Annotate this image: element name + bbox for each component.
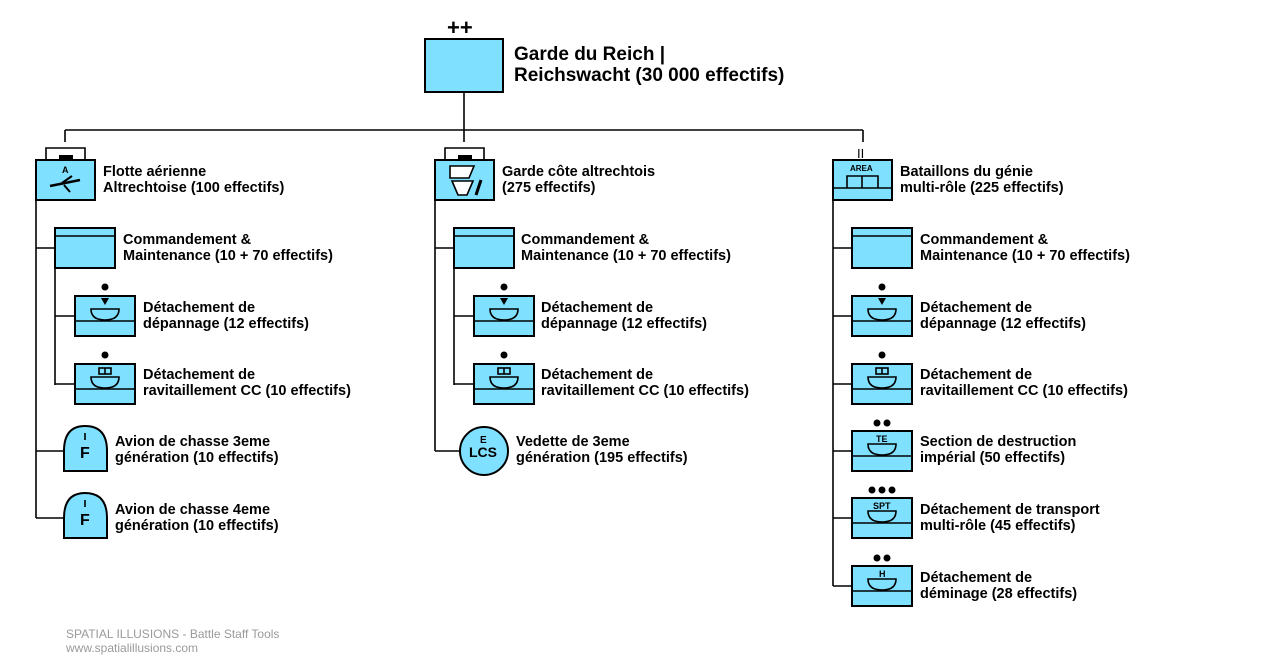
svg-text:Maintenance (10 + 70 effectifs: Maintenance (10 + 70 effectifs) — [521, 248, 731, 264]
air-av4[interactable]: F Avion de chasse 4eme génération (10 ef… — [63, 491, 279, 539]
svg-text:Détachement de: Détachement de — [143, 367, 255, 383]
svg-text:génération (10 effectifs): génération (10 effectifs) — [115, 518, 279, 534]
svg-text:F: F — [80, 512, 90, 529]
air-av3[interactable]: F Avion de chasse 3eme génération (10 ef… — [63, 424, 279, 472]
root-unit[interactable]: ++ Garde du Reich | Reichswacht (30 000 … — [424, 15, 784, 93]
eng-te[interactable]: TE Section de destruction impérial (50 e… — [851, 419, 1076, 472]
air-connectors — [35, 200, 75, 519]
svg-text:SPT: SPT — [873, 501, 891, 511]
eng-connectors — [832, 200, 852, 587]
footer-url[interactable]: www.spatialillusions.com — [66, 641, 199, 655]
air-cmd[interactable]: Commandement & Maintenance (10 + 70 effe… — [54, 227, 333, 269]
svg-text:Détachement de: Détachement de — [541, 300, 653, 316]
air-label-line1: Flotte aérienne — [103, 164, 206, 180]
svg-text:Vedette de 3eme: Vedette de 3eme — [516, 434, 630, 450]
root-label-line1: Garde du Reich | — [514, 44, 665, 65]
svg-text:déminage (28 effectifs): déminage (28 effectifs) — [920, 586, 1077, 602]
svg-text:Commandement &: Commandement & — [521, 232, 650, 248]
unit-eng[interactable]: II AREA Bataillons du génie multi-rôle (… — [832, 146, 1064, 201]
air-rav[interactable]: Détachement de ravitaillement CC (10 eff… — [74, 351, 351, 405]
svg-text:ravitaillement CC (10 effectif: ravitaillement CC (10 effectifs) — [920, 383, 1128, 399]
root-echelon: ++ — [447, 15, 473, 40]
svg-text:dépannage (12 effectifs): dépannage (12 effectifs) — [920, 316, 1086, 332]
aircraft-icon — [49, 175, 81, 193]
root-symbol — [424, 38, 504, 93]
svg-text:TE: TE — [876, 434, 888, 444]
coast-cmd[interactable]: Commandement & Maintenance (10 + 70 effe… — [453, 227, 731, 269]
footer-credit: SPATIAL ILLUSIONS - Battle Staff Tools — [66, 627, 280, 641]
unit-coast[interactable]: Garde côte altrechtois (275 effectifs) — [434, 147, 655, 201]
coast-rav[interactable]: Détachement de ravitaillement CC (10 eff… — [473, 351, 749, 405]
svg-text:Commandement &: Commandement & — [123, 232, 252, 248]
eng-h[interactable]: H Détachement de déminage (28 effectifs) — [851, 554, 1077, 607]
eng-rav[interactable]: Détachement de ravitaillement CC (10 eff… — [851, 351, 1128, 405]
root-connectors — [64, 92, 864, 142]
engineer-icon — [833, 175, 892, 189]
coast-vedette[interactable]: E LCS Vedette de 3eme génération (195 ef… — [459, 426, 688, 476]
eng-echelon: II — [857, 146, 864, 161]
svg-text:Détachement de: Détachement de — [143, 300, 255, 316]
coast-connectors — [434, 200, 474, 452]
unit-air[interactable]: A Flotte aérienne Altrechtoise (100 effe… — [35, 147, 284, 201]
svg-text:dépannage (12 effectifs): dépannage (12 effectifs) — [541, 316, 707, 332]
air-modifier: A — [62, 165, 69, 175]
eng-spt[interactable]: SPT Détachement de transport multi-rôle … — [851, 486, 1100, 539]
coast-dep[interactable]: Détachement de dépannage (12 effectifs) — [473, 283, 707, 337]
ship-icon — [449, 165, 483, 196]
svg-text:Section de destruction: Section de destruction — [920, 434, 1076, 450]
eng-dep[interactable]: Détachement de dépannage (12 effectifs) — [851, 283, 1086, 337]
svg-text:F: F — [80, 445, 90, 462]
svg-text:ravitaillement CC (10 effectif: ravitaillement CC (10 effectifs) — [143, 383, 351, 399]
svg-text:impérial (50 effectifs): impérial (50 effectifs) — [920, 450, 1065, 466]
air-label-line2: Altrechtoise (100 effectifs) — [103, 180, 284, 196]
svg-text:Détachement de: Détachement de — [920, 570, 1032, 586]
svg-text:E: E — [480, 435, 487, 446]
svg-text:ravitaillement CC (10 effectif: ravitaillement CC (10 effectifs) — [541, 383, 749, 399]
svg-text:Détachement de: Détachement de — [541, 367, 653, 383]
svg-text:multi-rôle (45 effectifs): multi-rôle (45 effectifs) — [920, 518, 1076, 534]
svg-text:génération (195 effectifs): génération (195 effectifs) — [516, 450, 688, 466]
svg-text:Garde côte altrechtois: Garde côte altrechtois — [502, 164, 655, 180]
svg-text:dépannage (12 effectifs): dépannage (12 effectifs) — [143, 316, 309, 332]
svg-text:Détachement de: Détachement de — [920, 300, 1032, 316]
eng-cmd[interactable]: Commandement & Maintenance (10 + 70 effe… — [851, 227, 1130, 269]
svg-text:AREA: AREA — [850, 164, 873, 173]
root-label-line2: Reichswacht (30 000 effectifs) — [514, 65, 784, 86]
svg-text:Commandement &: Commandement & — [920, 232, 1049, 248]
svg-text:Maintenance (10 + 70 effectifs: Maintenance (10 + 70 effectifs) — [123, 248, 333, 264]
svg-text:H: H — [879, 569, 886, 579]
svg-text:Bataillons du génie: Bataillons du génie — [900, 164, 1033, 180]
svg-text:Détachement de: Détachement de — [920, 367, 1032, 383]
svg-text:génération (10 effectifs): génération (10 effectifs) — [115, 450, 279, 466]
svg-text:Maintenance (10 + 70 effectifs: Maintenance (10 + 70 effectifs) — [920, 248, 1130, 264]
air-dep[interactable]: Détachement de dépannage (12 effectifs) — [74, 283, 309, 337]
svg-text:Avion de chasse 3eme: Avion de chasse 3eme — [115, 434, 270, 450]
svg-text:multi-rôle (225 effectifs): multi-rôle (225 effectifs) — [900, 180, 1064, 196]
svg-text:LCS: LCS — [469, 444, 497, 460]
svg-text:Avion de chasse 4eme: Avion de chasse 4eme — [115, 502, 270, 518]
svg-text:(275 effectifs): (275 effectifs) — [502, 180, 596, 196]
svg-text:Détachement de transport: Détachement de transport — [920, 502, 1100, 518]
